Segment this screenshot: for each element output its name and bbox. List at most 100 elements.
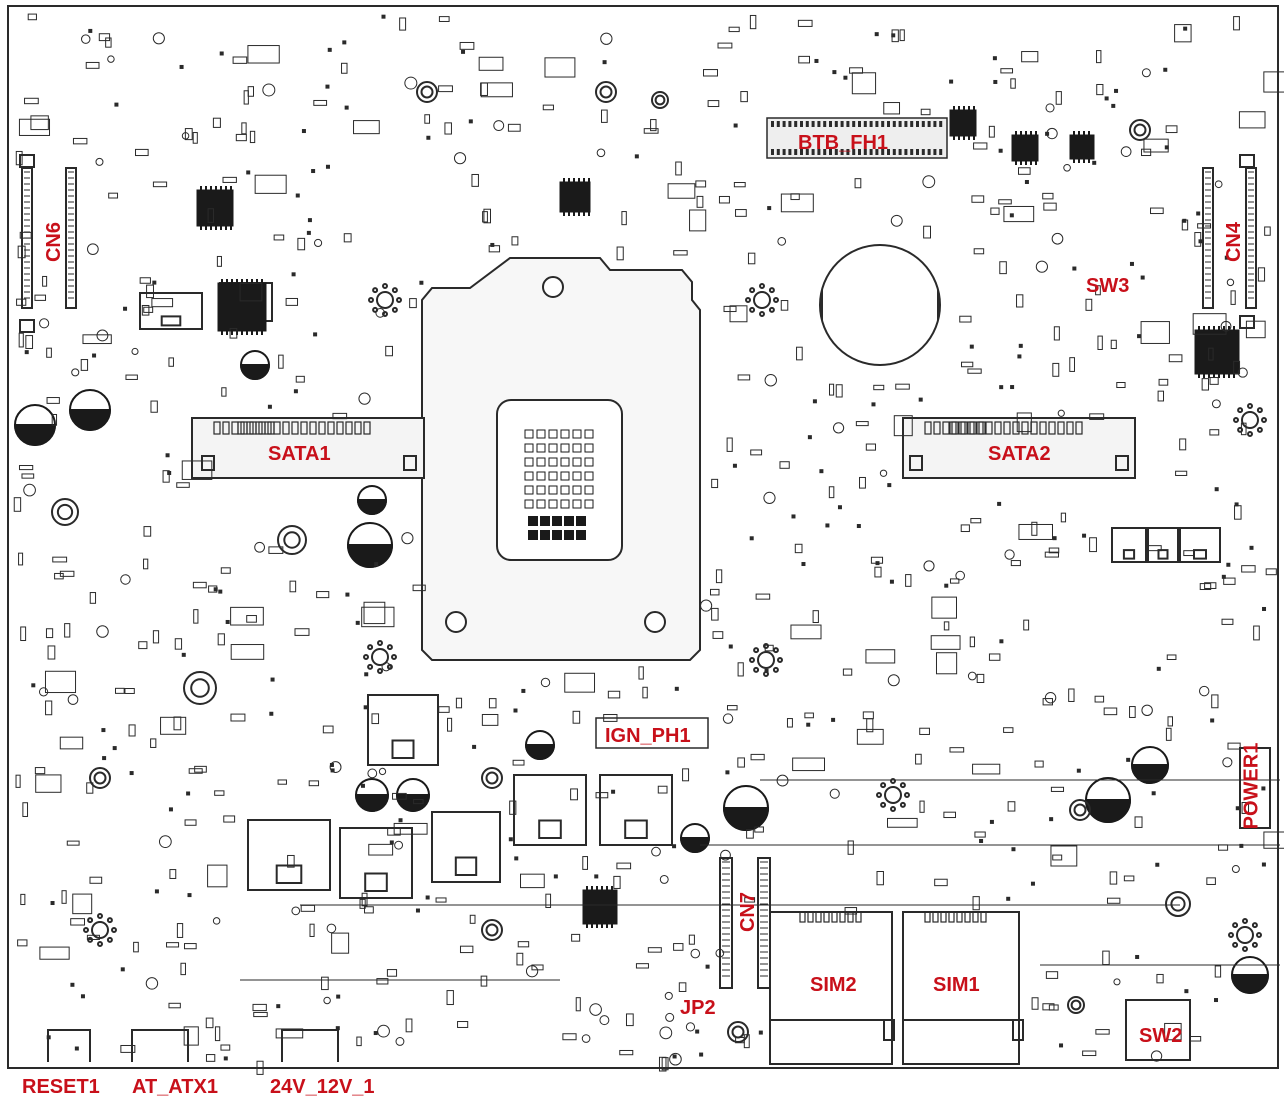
smd-component [1241, 565, 1256, 573]
ic-pin [1025, 131, 1027, 135]
smd-component [1031, 997, 1039, 1010]
cpu-pad [560, 429, 570, 439]
cpu-pad [548, 471, 558, 481]
smd-component [1240, 422, 1247, 436]
smd-pad [50, 901, 55, 906]
smd-pad [307, 218, 312, 223]
ic-pin [1030, 131, 1032, 135]
smd-component [138, 641, 148, 650]
smd-component [221, 387, 227, 397]
via [254, 541, 265, 553]
smd-component [166, 942, 180, 948]
smd-component [1097, 335, 1103, 350]
via [71, 368, 80, 377]
ic-pin [215, 186, 217, 190]
smd-component [842, 668, 853, 676]
inductor-body [599, 774, 673, 846]
ic-pin [246, 279, 248, 283]
smd-component [711, 607, 719, 621]
sim2-pin [847, 911, 854, 923]
via [404, 76, 418, 90]
component-footprint [230, 606, 264, 626]
via [1141, 704, 1153, 717]
smd-component [405, 1018, 413, 1033]
via-dot [1228, 932, 1234, 938]
component-footprint [230, 644, 265, 660]
btb-pin [840, 149, 844, 155]
hole-ring [481, 919, 503, 941]
hole-inner [56, 503, 74, 521]
via [291, 906, 301, 916]
smd-component [972, 896, 980, 911]
via [1035, 260, 1048, 273]
smd-component [511, 236, 519, 246]
capacitor-stripe [239, 364, 271, 380]
via [1220, 320, 1232, 332]
via [596, 148, 606, 158]
sim2-pin [799, 911, 806, 923]
via-cluster [363, 640, 397, 674]
smd-component [205, 1017, 214, 1029]
via [776, 774, 789, 787]
smd-component [150, 738, 157, 748]
ic-pin [1228, 374, 1230, 378]
smd-pad [992, 56, 997, 61]
smd-pad [1011, 847, 1016, 852]
smd-component [457, 1021, 469, 1028]
smd-component [222, 176, 237, 183]
smd-component [72, 137, 88, 145]
via [38, 687, 49, 697]
ic-pin [1015, 161, 1017, 165]
via [158, 835, 172, 849]
smd-component [24, 97, 39, 105]
smd-component [232, 56, 248, 64]
via [923, 560, 935, 572]
capacitor-stripe [1130, 764, 1170, 784]
smd-component [862, 711, 874, 720]
smd-component [1010, 560, 1021, 567]
smd-component [249, 130, 256, 144]
smd-pad [1059, 1043, 1064, 1048]
via-dot [106, 936, 113, 943]
cpu-pad [572, 471, 582, 481]
smd-pad [1129, 261, 1134, 266]
smd-component [1214, 965, 1222, 978]
sata1-pin [291, 421, 299, 435]
smd-pad [999, 385, 1004, 390]
smd-pad [461, 49, 466, 54]
cpu-pad [536, 443, 546, 453]
smd-pad [92, 353, 97, 358]
smd-pad [355, 620, 360, 625]
side-connector-pins [24, 171, 1254, 977]
via-cluster [745, 283, 779, 317]
label-sw3: SW3 [1086, 275, 1130, 297]
inductor-body [339, 827, 413, 899]
smd-component [1257, 267, 1266, 282]
smd-component [642, 686, 648, 699]
component-footprint [1174, 24, 1192, 43]
component-footprint [865, 649, 896, 664]
ic-pin [968, 136, 970, 140]
hole-ring [89, 767, 111, 789]
smd-component [212, 117, 221, 128]
ic-pin [215, 226, 217, 230]
smd-component [1199, 583, 1212, 591]
via-dot [890, 806, 896, 812]
ic-pin [963, 106, 965, 110]
sata1-pin [246, 421, 254, 435]
smd-component [874, 566, 882, 578]
inductor-pad [1122, 549, 1136, 560]
sim2-pin [831, 911, 838, 923]
component-footprint [851, 72, 877, 95]
smd-pad [705, 964, 710, 969]
btb-pin [805, 149, 809, 155]
smd-component [740, 91, 748, 103]
ic-chip [949, 106, 977, 140]
smd-component [150, 400, 158, 413]
smd-component [471, 173, 479, 187]
sata1-connector [191, 417, 425, 479]
smd-pad [856, 524, 861, 529]
btb-pin [875, 121, 879, 127]
via [1046, 127, 1058, 140]
smd-component [20, 893, 26, 906]
